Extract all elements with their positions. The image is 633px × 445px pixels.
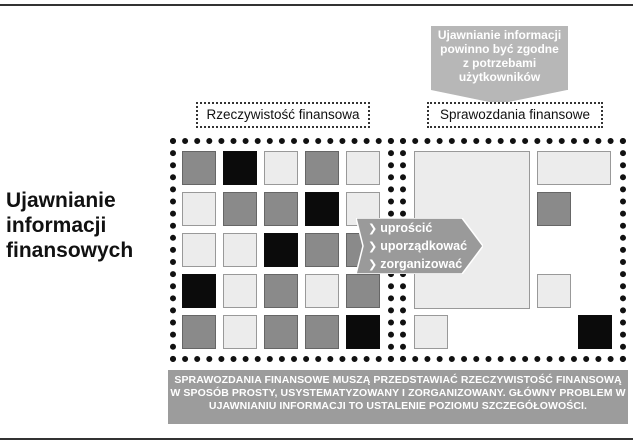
callout-arrow-tip (431, 90, 567, 104)
statement-block (578, 315, 612, 349)
bottom-rule (0, 438, 633, 440)
statement-block (537, 274, 571, 308)
grid-cell (305, 274, 339, 308)
grid-cell (346, 315, 380, 349)
arrow-item-label: uporządkować (380, 239, 468, 253)
grid-cell (305, 151, 339, 185)
arrow-item: ❯zorganizować (368, 256, 467, 274)
grid-cell (182, 274, 216, 308)
grid-cell (182, 233, 216, 267)
financial-reality-panel (170, 138, 394, 362)
footnote-box: SPRAWOZDANIA FINANSOWE MUSZĄ PRZEDSTAWIA… (168, 370, 628, 424)
grid-cell (223, 315, 257, 349)
process-arrow (356, 218, 483, 274)
chevron-right-icon: ❯ (368, 259, 378, 271)
grid-cell (223, 233, 257, 267)
arrow-item: ❯uporządkować (368, 238, 467, 256)
statement-block (537, 151, 611, 185)
top-rule (0, 4, 633, 6)
grid-cell (264, 192, 298, 226)
statement-block (537, 192, 571, 226)
grid-cell (223, 274, 257, 308)
chevron-right-icon: ❯ (368, 223, 378, 235)
grid-cell (264, 274, 298, 308)
grid-cell (264, 151, 298, 185)
arrow-shape (356, 218, 483, 274)
grid-cell (346, 274, 380, 308)
arrow-item: ❯uprościć (368, 220, 467, 238)
grid-cell (223, 192, 257, 226)
label-financial-reality: Rzeczywistość finansowa (196, 102, 370, 128)
grid-cell (182, 151, 216, 185)
grid-cell (264, 315, 298, 349)
grid-cell (264, 233, 298, 267)
grid-cell (182, 192, 216, 226)
statement-block (414, 315, 448, 349)
callout-box (431, 26, 568, 90)
arrow-items: ❯uprościć ❯uporządkować ❯zorganizować (368, 220, 467, 274)
chevron-right-icon: ❯ (368, 241, 378, 253)
grid-cell (182, 315, 216, 349)
grid-cell (223, 151, 257, 185)
arrow-item-label: zorganizować (380, 257, 463, 271)
callout-text: Ujawnianie informacji powinno być zgodne… (437, 28, 562, 84)
grid-cell (305, 233, 339, 267)
grid-cell (305, 192, 339, 226)
grid-cell (346, 151, 380, 185)
main-title: Ujawnianie informacji finansowych (6, 189, 134, 262)
grid-cell (305, 315, 339, 349)
label-financial-statements: Sprawozdania finansowe (427, 102, 603, 128)
arrow-item-label: uprościć (380, 221, 433, 235)
